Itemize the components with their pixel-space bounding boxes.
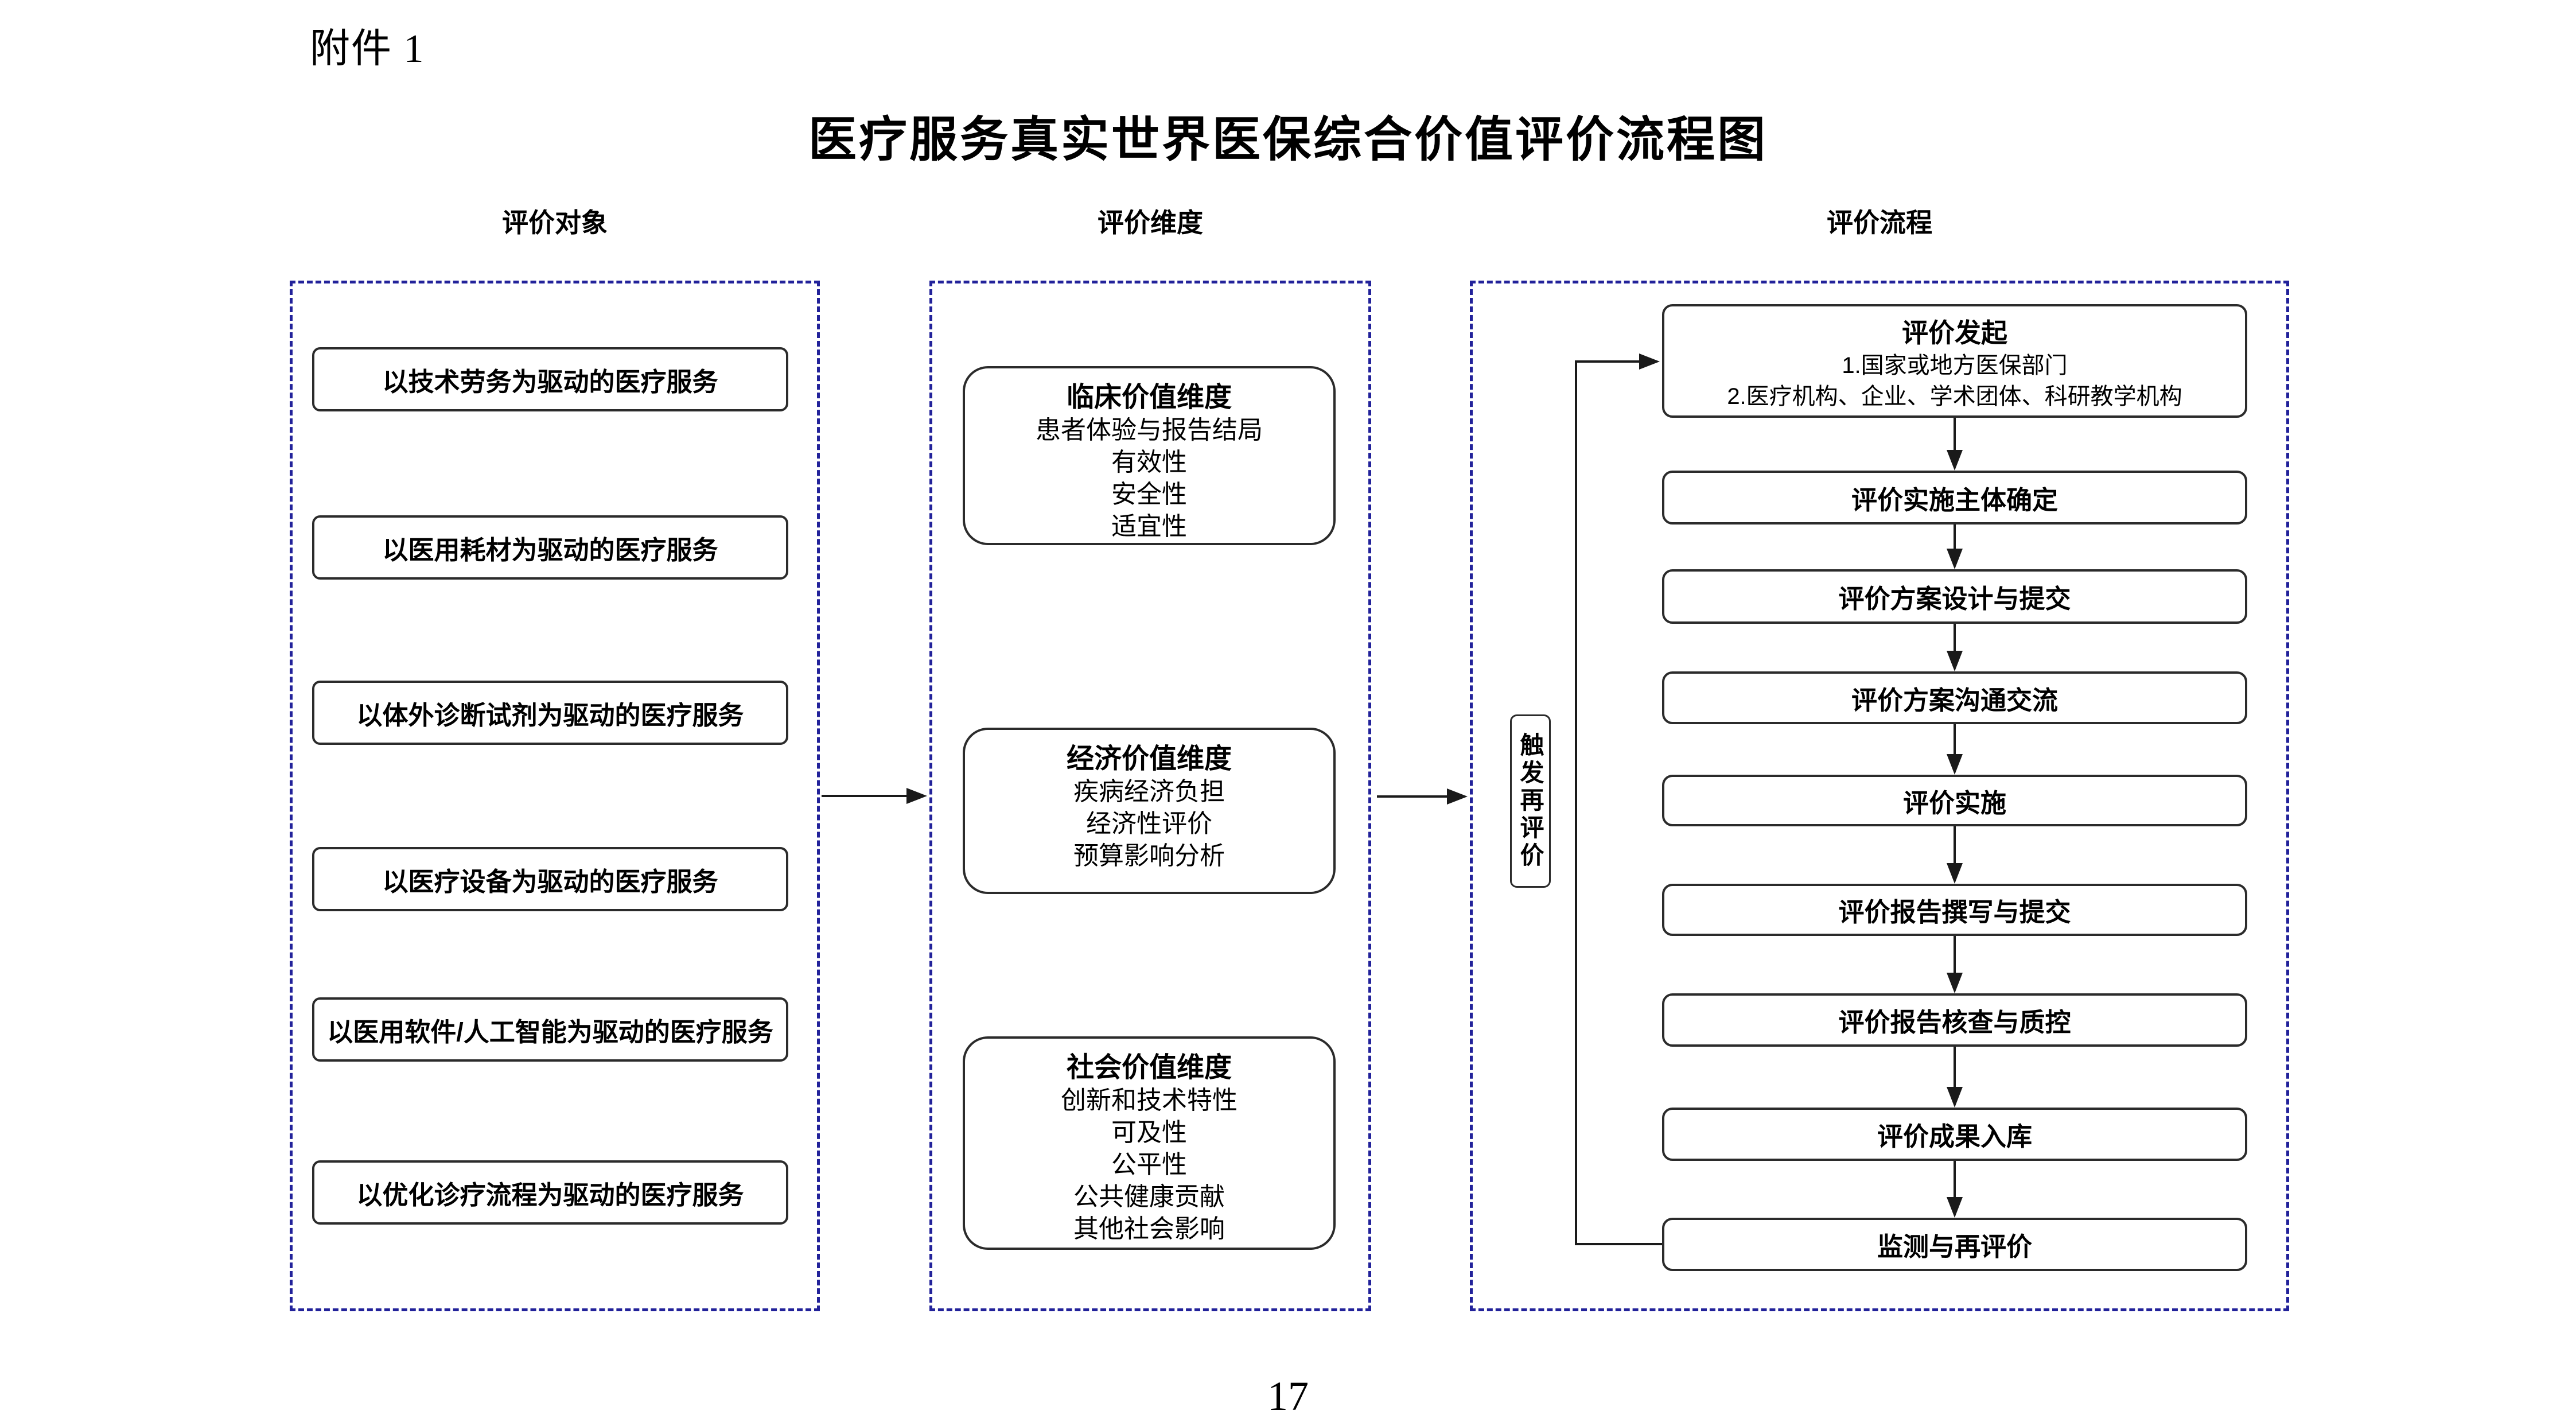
dimension-item: 安全性 bbox=[1111, 480, 1187, 508]
dimension-item: 疾病经济负担 bbox=[1073, 778, 1225, 806]
dimension-item: 有效性 bbox=[1111, 448, 1187, 476]
process-step-plan-design-submit: 评价方案设计与提交 bbox=[1662, 569, 2247, 624]
dimension-item: 其他社会影响 bbox=[1073, 1215, 1225, 1243]
object-box-medical-equipment: 以医疗设备为驱动的医疗服务 bbox=[312, 847, 788, 911]
process-step-report-check-qc: 评价报告核查与质控 bbox=[1662, 993, 2247, 1047]
dimension-item: 预算影响分析 bbox=[1073, 842, 1225, 870]
dimension-item: 公平性 bbox=[1111, 1151, 1187, 1179]
process-step-results-archiving: 评价成果入库 bbox=[1662, 1108, 2247, 1161]
process-step-plan-communication: 评价方案沟通交流 bbox=[1662, 671, 2247, 724]
dimension-title: 社会价值维度 bbox=[1066, 1052, 1232, 1083]
process-step-detail: 1.国家或地方医保部门 bbox=[1842, 353, 2068, 378]
attachment-label: 附件 1 bbox=[310, 27, 425, 71]
dimension-item: 可及性 bbox=[1111, 1118, 1187, 1147]
process-step-subject-determination: 评价实施主体确定 bbox=[1662, 471, 2247, 524]
dimension-box-social: 社会价值维度 创新和技术特性 可及性 公平性 公共健康贡献 其他社会影响 bbox=[963, 1036, 1336, 1250]
page-number: 17 bbox=[1267, 1373, 1309, 1419]
column-header-dimensions: 评价维度 bbox=[1098, 208, 1203, 238]
process-step-detail: 2.医疗机构、企业、学术团体、科研教学机构 bbox=[1727, 384, 2182, 409]
process-region-frame bbox=[1470, 281, 2289, 1311]
dimension-title: 临床价值维度 bbox=[1066, 382, 1232, 413]
process-step-title: 评价发起 bbox=[1902, 318, 2007, 348]
trigger-reevaluation-box: 触发再评价 bbox=[1510, 714, 1551, 888]
process-step-initiation: 评价发起 1.国家或地方医保部门 2.医疗机构、企业、学术团体、科研教学机构 bbox=[1662, 304, 2247, 418]
dimension-item: 经济性评价 bbox=[1086, 810, 1212, 838]
dimensions-region-frame bbox=[929, 281, 1371, 1311]
object-box-ivd-reagents: 以体外诊断试剂为驱动的医疗服务 bbox=[312, 681, 788, 745]
dimension-title: 经济价值维度 bbox=[1066, 744, 1232, 774]
process-step-implementation: 评价实施 bbox=[1662, 775, 2247, 826]
object-box-optimized-process: 以优化诊疗流程为驱动的医疗服务 bbox=[312, 1160, 788, 1225]
column-header-process: 评价流程 bbox=[1827, 208, 1932, 238]
dimension-item: 患者体验与报告结局 bbox=[1036, 416, 1263, 444]
process-step-report-writing-submit: 评价报告撰写与提交 bbox=[1662, 884, 2247, 936]
object-box-software-ai: 以医用软件/人工智能为驱动的医疗服务 bbox=[312, 997, 788, 1062]
dimension-item: 创新和技术特性 bbox=[1061, 1086, 1238, 1114]
page-title: 医疗服务真实世界医保综合价值评价流程图 bbox=[808, 114, 1768, 167]
object-box-medical-consumables: 以医用耗材为驱动的医疗服务 bbox=[312, 515, 788, 580]
dimension-item: 适宜性 bbox=[1111, 512, 1187, 541]
process-step-monitor-reevaluate: 监测与再评价 bbox=[1662, 1218, 2247, 1271]
dimension-box-economic: 经济价值维度 疾病经济负担 经济性评价 预算影响分析 bbox=[963, 728, 1336, 894]
dimension-item: 公共健康贡献 bbox=[1073, 1183, 1225, 1211]
objects-region-frame bbox=[290, 281, 820, 1311]
column-header-objects: 评价对象 bbox=[502, 208, 608, 238]
object-box-technical-labor: 以技术劳务为驱动的医疗服务 bbox=[312, 347, 788, 411]
dimension-box-clinical: 临床价值维度 患者体验与报告结局 有效性 安全性 适宜性 bbox=[963, 366, 1336, 545]
